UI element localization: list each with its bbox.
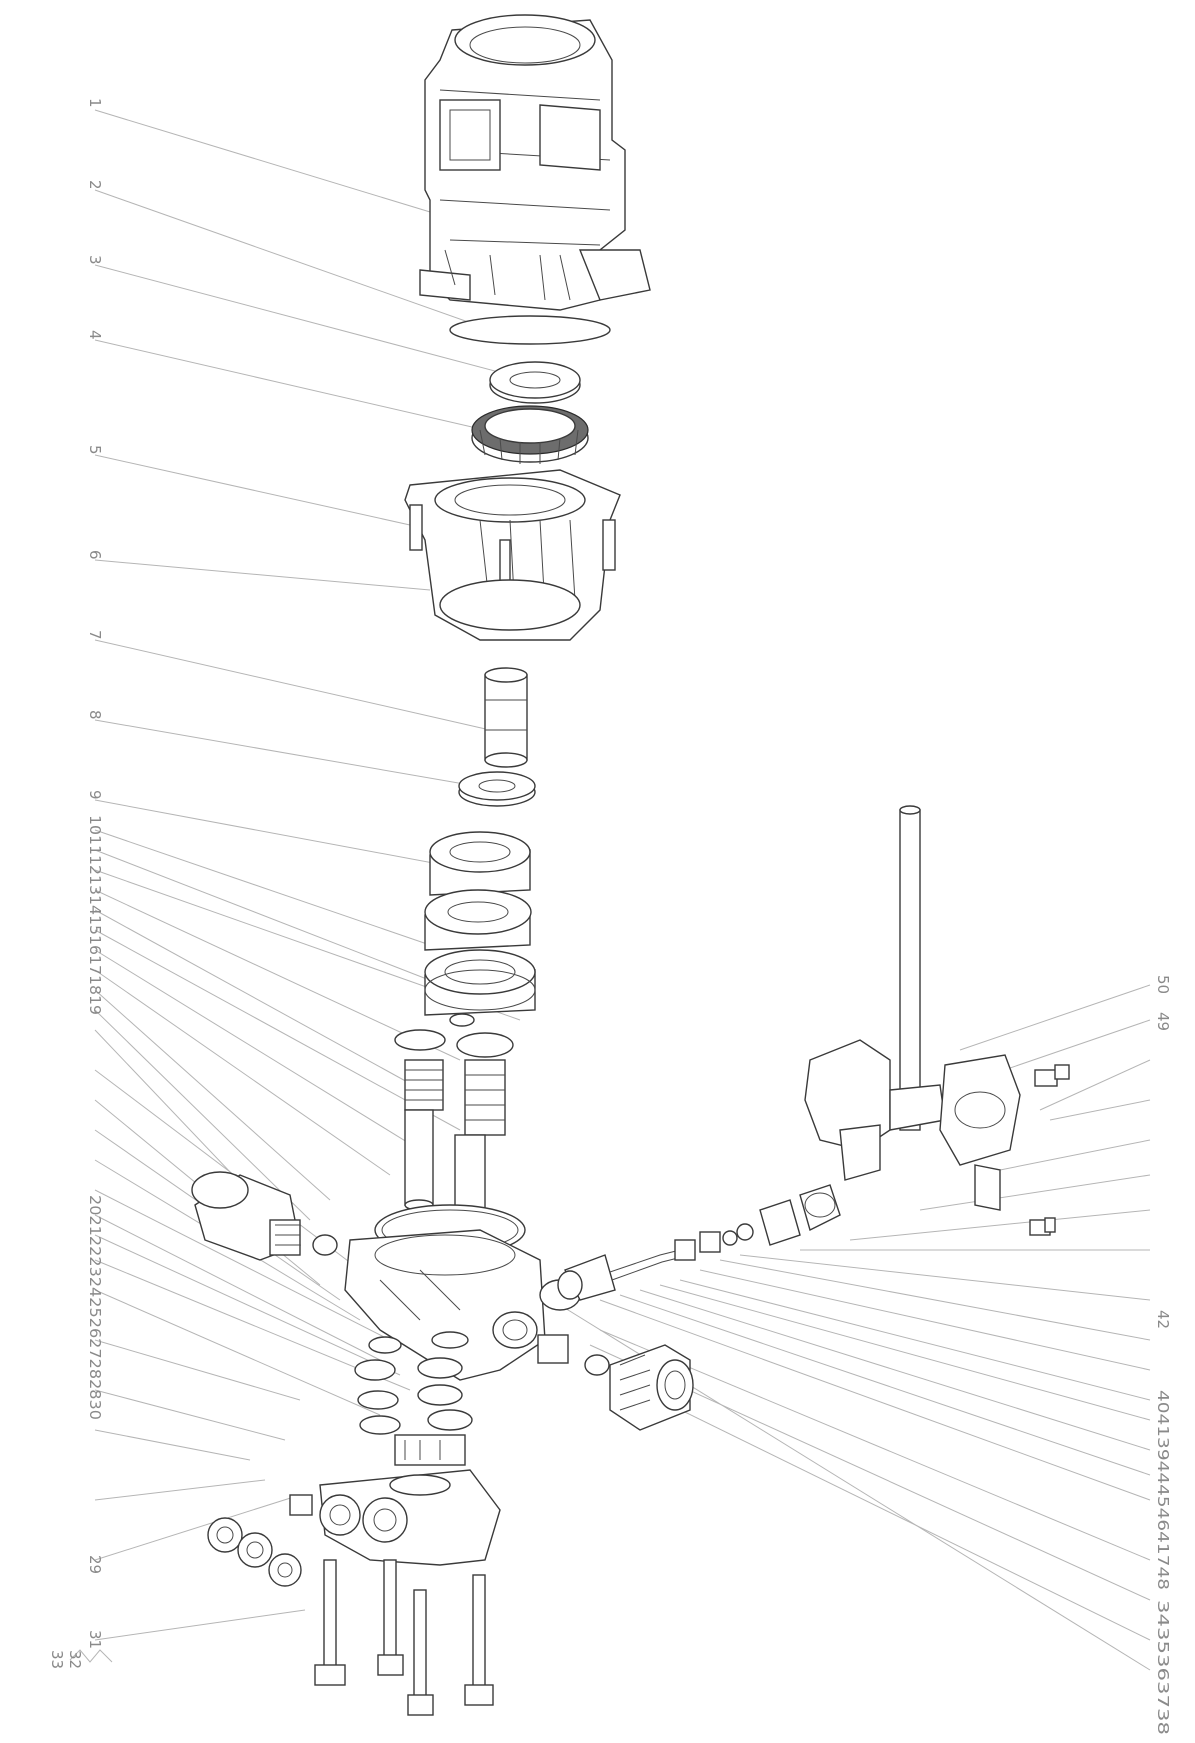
label-4: 4 — [86, 330, 104, 340]
label-2: 2 — [86, 180, 104, 190]
gear-part-4 — [471, 405, 589, 464]
label-32: 32 — [66, 1650, 84, 1669]
valve-stack-parts-23-28 — [354, 1331, 473, 1466]
label-40-48: 40413944454641748 — [1154, 1390, 1172, 1590]
outlet-valve-parts-34-38 — [537, 1334, 694, 1431]
label-10-19: 10111213141516171819 — [86, 815, 104, 1015]
long-bolts — [314, 1559, 494, 1716]
ring-part-3 — [489, 361, 581, 404]
label-7: 7 — [86, 630, 104, 640]
left-leader-lines — [69, 109, 521, 1663]
label-20-30: 2021222324252627282830 — [86, 1195, 104, 1420]
housing-part-6 — [404, 469, 621, 641]
label-1: 1 — [86, 98, 104, 108]
disc-stack-parts-9-12 — [424, 831, 536, 1016]
label-42: 42 — [1154, 1310, 1172, 1329]
label-5: 5 — [86, 445, 104, 455]
label-31: 31 — [86, 1630, 104, 1649]
unloader-block-parts-40-50 — [804, 805, 1070, 1236]
label-6: 6 — [86, 550, 104, 560]
fittings-parts-31-33 — [207, 1494, 313, 1587]
left-labels: 1 2 3 4 5 6 7 8 9 10111213141516171819 2… — [48, 98, 104, 1669]
label-8: 8 — [86, 710, 104, 720]
label-9: 9 — [86, 790, 104, 800]
motor-part — [419, 14, 651, 345]
bypass-hose-parts-39-48 — [557, 1184, 841, 1301]
label-50: 50 — [1154, 975, 1172, 994]
side-valve-left — [191, 1171, 338, 1261]
label-29: 29 — [86, 1555, 104, 1574]
right-labels: 50 49 42 40413944454641748 3435363738 — [1154, 975, 1172, 1735]
label-49: 49 — [1154, 1012, 1172, 1031]
shaft-part-7 — [484, 667, 528, 768]
manifold-parts-29-30 — [319, 1469, 501, 1566]
pump-head-body — [344, 1229, 581, 1381]
label-33: 33 — [48, 1650, 66, 1669]
bearing-part-8 — [458, 771, 536, 807]
pistons-springs-parts-13-19 — [394, 1013, 514, 1231]
label-3: 3 — [86, 255, 104, 265]
label-34-38: 3435363738 — [1154, 1600, 1172, 1735]
